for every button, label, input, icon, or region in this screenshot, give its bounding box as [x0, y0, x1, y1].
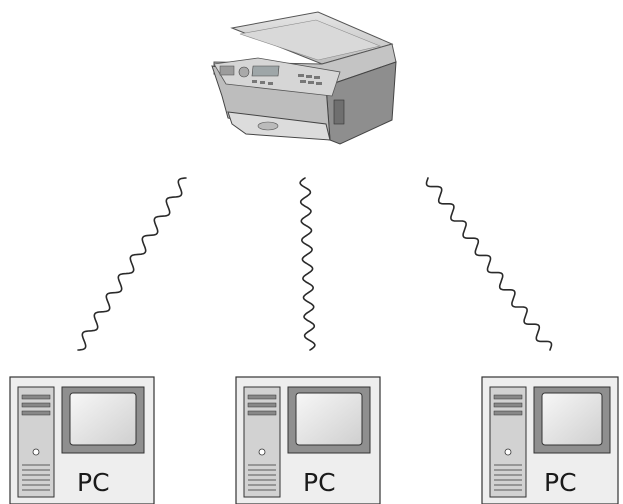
wireless-link-left	[77, 177, 187, 351]
wireless-link-right	[425, 177, 553, 351]
computer-center: PC	[235, 376, 381, 504]
printer-icon	[211, 11, 397, 145]
monitor-icon	[533, 386, 611, 454]
monitor-icon	[61, 386, 145, 454]
wireless-link-center	[299, 177, 316, 351]
computer-label: PC	[303, 468, 336, 497]
computer-label: PC	[77, 468, 110, 497]
monitor-icon	[287, 386, 371, 454]
tower-icon	[17, 386, 55, 498]
computer-right: PC	[481, 376, 619, 504]
tower-icon	[489, 386, 527, 498]
computer-left: PC	[9, 376, 155, 504]
computer-label: PC	[544, 468, 577, 497]
tower-icon	[243, 386, 281, 498]
